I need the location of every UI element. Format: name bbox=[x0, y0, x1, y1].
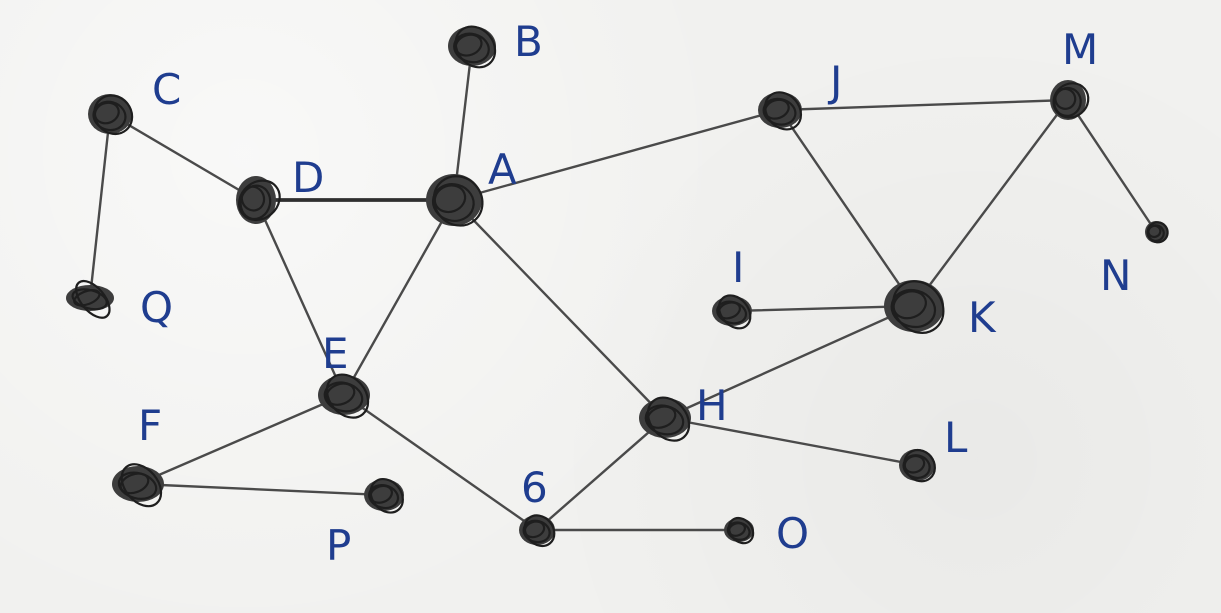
node-label-g: 6 bbox=[521, 463, 548, 512]
node-p-scribble bbox=[369, 477, 404, 514]
edge-g-h bbox=[535, 416, 667, 532]
edge-a-j bbox=[452, 108, 782, 202]
node-label-c: C bbox=[152, 65, 181, 114]
edge-e-g bbox=[342, 393, 539, 532]
node-label-n: N bbox=[1100, 251, 1131, 300]
node-o bbox=[724, 516, 755, 545]
edge-i-k bbox=[730, 304, 916, 313]
node-label-e: E bbox=[322, 329, 349, 378]
edge-d-e bbox=[254, 198, 346, 397]
node-label-f: F bbox=[138, 401, 162, 450]
edge-j-m bbox=[778, 98, 1070, 112]
node-i-scribble bbox=[717, 294, 752, 330]
node-label-l: L bbox=[944, 413, 968, 462]
edge-a-h bbox=[452, 198, 667, 420]
edge-a-e bbox=[342, 198, 456, 397]
node-g-scribble bbox=[523, 514, 556, 548]
node-p-scribble bbox=[368, 483, 400, 510]
node-b-scribble bbox=[454, 25, 497, 69]
node-label-a: A bbox=[488, 145, 517, 194]
labels-layer: A B C D E F 6 H I J K L M N O P Q bbox=[138, 17, 1131, 570]
node-q-scribble bbox=[75, 279, 111, 319]
edge-c-q bbox=[88, 112, 112, 300]
node-label-i: I bbox=[732, 243, 744, 292]
edge-c-d bbox=[108, 112, 258, 202]
node-j-scribble bbox=[762, 97, 797, 126]
edge-h-k bbox=[663, 304, 916, 420]
node-m-scribble bbox=[1052, 82, 1090, 119]
node-q bbox=[66, 279, 114, 319]
node-a-scribble bbox=[432, 175, 484, 227]
edge-f-p bbox=[136, 482, 386, 497]
node-e-scribble bbox=[325, 382, 356, 406]
edge-k-m bbox=[912, 98, 1070, 308]
node-h-scribble bbox=[644, 404, 685, 436]
node-h bbox=[639, 396, 691, 442]
node-f-scribble bbox=[120, 463, 163, 508]
node-d-scribble bbox=[238, 179, 281, 222]
node-p bbox=[364, 477, 404, 514]
node-i-scribble bbox=[716, 300, 748, 325]
node-f bbox=[112, 463, 164, 508]
edge-m-n bbox=[1066, 98, 1158, 234]
node-j-scribble bbox=[764, 91, 803, 131]
node-m bbox=[1050, 80, 1090, 120]
node-n-scribble bbox=[1146, 221, 1169, 244]
node-i bbox=[712, 294, 752, 330]
node-a-scribble bbox=[433, 184, 467, 214]
node-b-scribble bbox=[453, 32, 490, 64]
edge-h-l bbox=[663, 416, 919, 467]
edges-layer bbox=[88, 44, 1158, 532]
edge-j-k bbox=[778, 108, 916, 308]
node-k-scribble bbox=[892, 280, 945, 334]
nodes-layer bbox=[66, 25, 1169, 548]
node-label-p: P bbox=[326, 521, 351, 570]
node-e-scribble bbox=[325, 373, 370, 419]
node-a bbox=[426, 174, 484, 227]
node-q-scribble bbox=[71, 288, 108, 311]
node-c-scribble bbox=[93, 94, 134, 136]
node-k bbox=[884, 280, 945, 334]
node-h-scribble bbox=[646, 396, 691, 442]
node-label-q: Q bbox=[140, 283, 173, 332]
node-g bbox=[519, 514, 556, 548]
node-f-scribble bbox=[117, 471, 158, 500]
node-l bbox=[899, 448, 936, 483]
node-o-scribble bbox=[727, 516, 755, 545]
node-label-o: O bbox=[776, 509, 809, 558]
node-b bbox=[448, 25, 497, 69]
node-label-b: B bbox=[514, 17, 543, 66]
node-e bbox=[318, 373, 370, 419]
node-label-h: H bbox=[696, 381, 728, 430]
node-label-d: D bbox=[292, 153, 324, 202]
node-label-j: J bbox=[827, 57, 842, 106]
node-label-k: K bbox=[968, 293, 997, 342]
node-l-scribble bbox=[903, 448, 936, 483]
node-j bbox=[758, 91, 803, 131]
node-c bbox=[88, 94, 134, 136]
edge-e-f bbox=[136, 393, 346, 486]
node-h-scribble bbox=[646, 405, 677, 429]
node-label-m: M bbox=[1062, 25, 1098, 74]
node-d bbox=[236, 176, 281, 224]
node-e-scribble bbox=[323, 381, 364, 413]
node-n bbox=[1145, 221, 1169, 244]
